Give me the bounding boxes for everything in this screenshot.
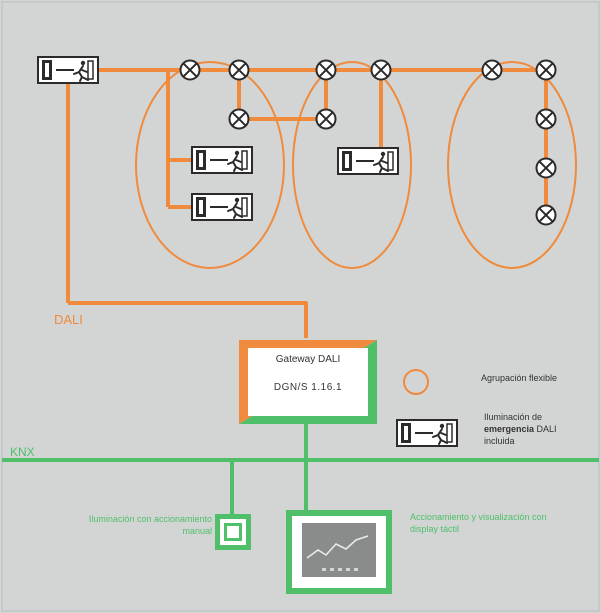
- touch-display-label: Accionamiento y visualización con displa…: [410, 512, 547, 534]
- luminaire-icon: [535, 108, 557, 130]
- manual-control-label: Iluminación con accionamiento manual: [88, 514, 212, 536]
- emergency-exit-sign-icon: [37, 56, 99, 84]
- legend-emergency: Iluminación de emergencia DALI incluida: [484, 411, 594, 447]
- luminaire-icon: [535, 59, 557, 81]
- dali-bus-label: DALI: [54, 312, 83, 327]
- group-ellipse-3: [447, 61, 577, 269]
- luminaire-icon: [228, 108, 250, 130]
- luminaire-icon: [535, 157, 557, 179]
- knx-bus-label: KNX: [10, 445, 35, 459]
- luminaire-icon: [315, 59, 337, 81]
- gateway-title: Gateway DALI: [275, 354, 341, 365]
- group-ellipse-2: [292, 61, 412, 269]
- luminaire-icon: [370, 59, 392, 81]
- emergency-exit-sign-icon: [337, 147, 399, 175]
- emergency-legend-icon: [396, 419, 458, 447]
- emergency-exit-sign-icon: [191, 193, 253, 221]
- luminaire-icon: [315, 108, 337, 130]
- legend-emergency-line2: DALI: [534, 424, 557, 434]
- gateway-model: DGN/S 1.16.1: [273, 382, 343, 393]
- legend-emergency-line1: Iluminación de: [484, 412, 543, 422]
- luminaire-icon: [228, 59, 250, 81]
- gateway-box: [239, 340, 377, 424]
- knx-bus-lines: [2, 424, 599, 516]
- luminaire-icon: [481, 59, 503, 81]
- touch-display-icon: [286, 510, 392, 594]
- luminaire-icon: [179, 59, 201, 81]
- group-ellipse-1: [135, 61, 285, 269]
- luminaire-icon: [535, 204, 557, 226]
- legend-flexible-grouping: Agrupación flexible: [481, 373, 558, 383]
- dali-bus-lines: [66, 68, 548, 338]
- legend-emergency-bold: emergencia: [484, 424, 535, 434]
- flexible-group-legend-icon: [403, 369, 429, 395]
- push-button-icon: [215, 514, 251, 550]
- emergency-exit-sign-icon: [191, 146, 253, 174]
- legend-emergency-line3: incluida: [484, 436, 515, 446]
